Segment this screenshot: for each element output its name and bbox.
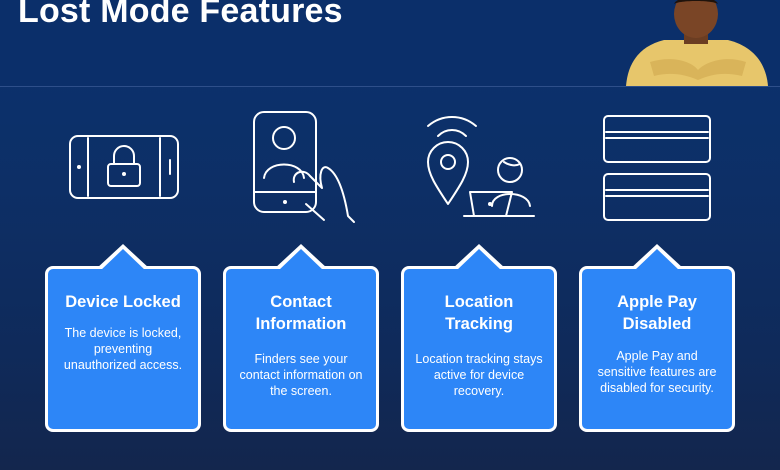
page-title: Lost Mode Features (18, 0, 343, 30)
feature-card-contact-information: Contact Information Finders see your con… (223, 244, 379, 432)
header-banner: Lost Mode Features (0, 0, 780, 87)
feature-title: Contact Information (255, 293, 347, 333)
apple-pay-cards-icon (600, 112, 716, 230)
feature-card-apple-pay-disabled: Apple Pay Disabled Apple Pay and sensiti… (579, 244, 735, 432)
feature-description: Apple Pay and sensitive features are dis… (597, 349, 717, 395)
feature-card-location-tracking: Location Tracking Location tracking stay… (401, 244, 557, 432)
contact-phone-hand-icon (248, 108, 358, 226)
feature-description: The device is locked, preventing unautho… (63, 326, 183, 372)
feature-title: Apple Pay Disabled (617, 293, 697, 333)
feature-description: Finders see your contact information on … (239, 352, 363, 398)
locked-phone-icon (66, 132, 182, 202)
feature-title: Device Locked (65, 293, 181, 311)
presenter-photo (620, 0, 772, 86)
location-tracking-icon (418, 112, 542, 224)
feature-card-device-locked: Device Locked The device is locked, prev… (45, 244, 201, 432)
feature-description: Location tracking stays active for devic… (415, 352, 543, 398)
feature-title: Location Tracking (444, 293, 514, 333)
